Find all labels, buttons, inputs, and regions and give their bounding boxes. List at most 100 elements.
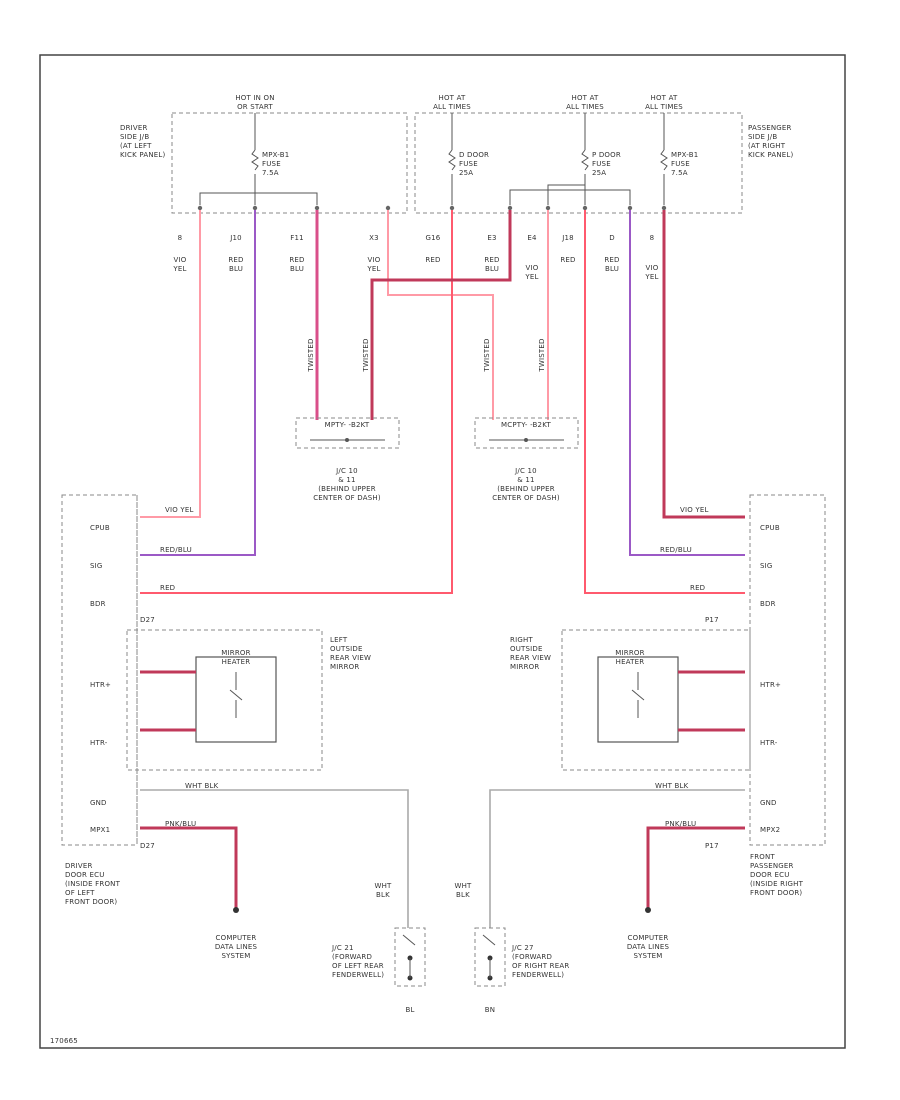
svg-text:YEL: YEL	[644, 273, 658, 281]
svg-text:RED: RED	[604, 256, 619, 264]
svg-text:SIG: SIG	[760, 562, 773, 570]
svg-text:HOT AT: HOT AT	[651, 94, 679, 102]
svg-text:FENDERWELL): FENDERWELL)	[332, 971, 384, 979]
svg-text:(BEHIND UPPER: (BEHIND UPPER	[497, 485, 555, 493]
left-gnd-mpx: GND MPX1 WHT BLK PNK/BLU D27 DRIVER DOOR…	[65, 782, 409, 928]
svg-text:SIDE J/B: SIDE J/B	[120, 133, 149, 141]
svg-text:CPUB: CPUB	[90, 524, 110, 532]
svg-text:TWISTED: TWISTED	[538, 338, 546, 372]
svg-text:D27: D27	[140, 842, 155, 850]
svg-text:KICK PANEL): KICK PANEL)	[748, 151, 793, 159]
fuse-d-door: D DOOR FUSE 25A	[448, 149, 489, 205]
svg-text:GND: GND	[760, 799, 777, 807]
svg-text:COMPUTER: COMPUTER	[628, 934, 669, 942]
svg-text:FENDERWELL): FENDERWELL)	[512, 971, 564, 979]
svg-text:& 11: & 11	[517, 476, 534, 484]
svg-text:GND: GND	[90, 799, 107, 807]
svg-text:ALL TIMES: ALL TIMES	[645, 103, 683, 111]
svg-text:BLK: BLK	[376, 891, 390, 899]
right-door-ecu: CPUB SIG BDR VIO YEL RED/BLU RED P17	[660, 494, 826, 846]
svg-text:SYSTEM: SYSTEM	[221, 952, 250, 960]
svg-text:SIG: SIG	[90, 562, 103, 570]
svg-text:WHT: WHT	[374, 882, 392, 890]
svg-text:PNK/BLU: PNK/BLU	[665, 820, 696, 828]
svg-text:OR START: OR START	[237, 103, 273, 111]
svg-text:DOOR ECU: DOOR ECU	[750, 871, 790, 879]
svg-text:VIO YEL: VIO YEL	[680, 506, 709, 514]
svg-text:J/C 27: J/C 27	[511, 944, 534, 952]
svg-text:WHT BLK: WHT BLK	[185, 782, 219, 790]
wire-x3	[387, 210, 494, 420]
left-mirror: MIRROR HEATER HTR+ HTR- LEFT OUTSIDE REA…	[90, 629, 371, 771]
svg-text:REAR VIEW: REAR VIEW	[330, 654, 371, 662]
fuse-mpx-b1-right: MPX-B1 FUSE 7.5A	[660, 149, 698, 205]
svg-text:8: 8	[650, 234, 655, 242]
svg-text:SYSTEM: SYSTEM	[633, 952, 662, 960]
top-label-hot-in-on: HOT IN ON OR START	[235, 94, 274, 111]
svg-text:MPTY- -B2KT: MPTY- -B2KT	[325, 421, 370, 429]
twisted-labels: TWISTED TWISTED TWISTED TWISTED	[307, 338, 546, 372]
driver-junction-label: DRIVER SIDE J/B (AT LEFT KICK PANEL)	[120, 124, 165, 159]
passenger-junction-box	[414, 112, 743, 214]
svg-text:(INSIDE RIGHT: (INSIDE RIGHT	[750, 880, 804, 888]
svg-text:ALL TIMES: ALL TIMES	[566, 103, 604, 111]
ground-right: WHT BLK J/C 27 (FORWARD OF RIGHT REAR FE…	[454, 882, 569, 1014]
svg-text:P17: P17	[705, 616, 719, 624]
svg-text:OF LEFT: OF LEFT	[65, 889, 95, 897]
computer-data-right: COMPUTER DATA LINES SYSTEM	[627, 934, 669, 960]
svg-text:FRONT DOOR): FRONT DOOR)	[750, 889, 802, 897]
wire-right-sig	[629, 210, 745, 556]
wire-e3	[370, 210, 512, 420]
pin-labels-top: 8 J10 F11 X3 G16 E3 E4 J18 D 8	[178, 234, 655, 242]
svg-text:X3: X3	[369, 234, 379, 242]
svg-text:CENTER OF DASH): CENTER OF DASH)	[492, 494, 560, 502]
svg-text:FUSE: FUSE	[262, 160, 281, 168]
wire-right-bdr	[584, 210, 745, 594]
svg-text:7.5A: 7.5A	[671, 169, 688, 177]
svg-text:WHT BLK: WHT BLK	[655, 782, 689, 790]
svg-text:D DOOR: D DOOR	[459, 151, 489, 159]
computer-data-left: COMPUTER DATA LINES SYSTEM	[215, 934, 257, 960]
jc-right: MCPTY- -B2KT J/C 10 & 11 (BEHIND UPPER C…	[474, 417, 579, 502]
wire-color-labels-top: VIO YEL RED BLU RED BLU VIO YEL RED RED …	[172, 256, 658, 281]
svg-text:25A: 25A	[592, 169, 606, 177]
wire-left-cpub	[140, 210, 201, 518]
svg-text:TWISTED: TWISTED	[307, 338, 315, 372]
svg-text:RED: RED	[160, 584, 175, 592]
svg-text:J10: J10	[229, 234, 242, 242]
svg-text:OF LEFT REAR: OF LEFT REAR	[332, 962, 384, 970]
svg-text:VIO YEL: VIO YEL	[165, 506, 194, 514]
svg-text:BL: BL	[405, 1006, 414, 1014]
svg-text:TWISTED: TWISTED	[483, 338, 491, 372]
svg-text:HOT IN ON: HOT IN ON	[235, 94, 274, 102]
top-label-hot-at-1: HOT AT ALL TIMES	[433, 94, 471, 111]
svg-text:CPUB: CPUB	[760, 524, 780, 532]
svg-text:FRONT DOOR): FRONT DOOR)	[65, 898, 117, 906]
svg-text:RED/BLU: RED/BLU	[160, 546, 192, 554]
right-gnd-mpx: GND MPX2 WHT BLK PNK/BLU P17 FRONT PASSE…	[489, 782, 804, 928]
svg-text:HTR-: HTR-	[760, 739, 778, 747]
svg-text:FUSE: FUSE	[592, 160, 611, 168]
svg-text:WHT: WHT	[454, 882, 472, 890]
wire-left-bdr	[140, 210, 453, 594]
svg-text:(BEHIND UPPER: (BEHIND UPPER	[318, 485, 376, 493]
svg-text:DRIVER: DRIVER	[120, 124, 148, 132]
svg-text:J18: J18	[561, 234, 574, 242]
svg-text:RED: RED	[484, 256, 499, 264]
svg-text:MIRROR: MIRROR	[330, 663, 359, 671]
svg-text:DRIVER: DRIVER	[65, 862, 93, 870]
svg-text:BLU: BLU	[605, 265, 619, 273]
svg-text:HEATER: HEATER	[616, 658, 645, 666]
svg-text:(AT RIGHT: (AT RIGHT	[748, 142, 786, 150]
svg-text:FUSE: FUSE	[671, 160, 690, 168]
wire-left-sig	[140, 210, 256, 556]
svg-text:PNK/BLU: PNK/BLU	[165, 820, 196, 828]
svg-text:VIO: VIO	[174, 256, 187, 264]
svg-text:SIDE J/B: SIDE J/B	[748, 133, 777, 141]
svg-text:BDR: BDR	[760, 600, 776, 608]
svg-text:BLU: BLU	[229, 265, 243, 273]
svg-text:RED: RED	[425, 256, 440, 264]
svg-text:PASSENGER: PASSENGER	[750, 862, 794, 870]
svg-text:P DOOR: P DOOR	[592, 151, 621, 159]
svg-text:MPX-B1: MPX-B1	[671, 151, 698, 159]
